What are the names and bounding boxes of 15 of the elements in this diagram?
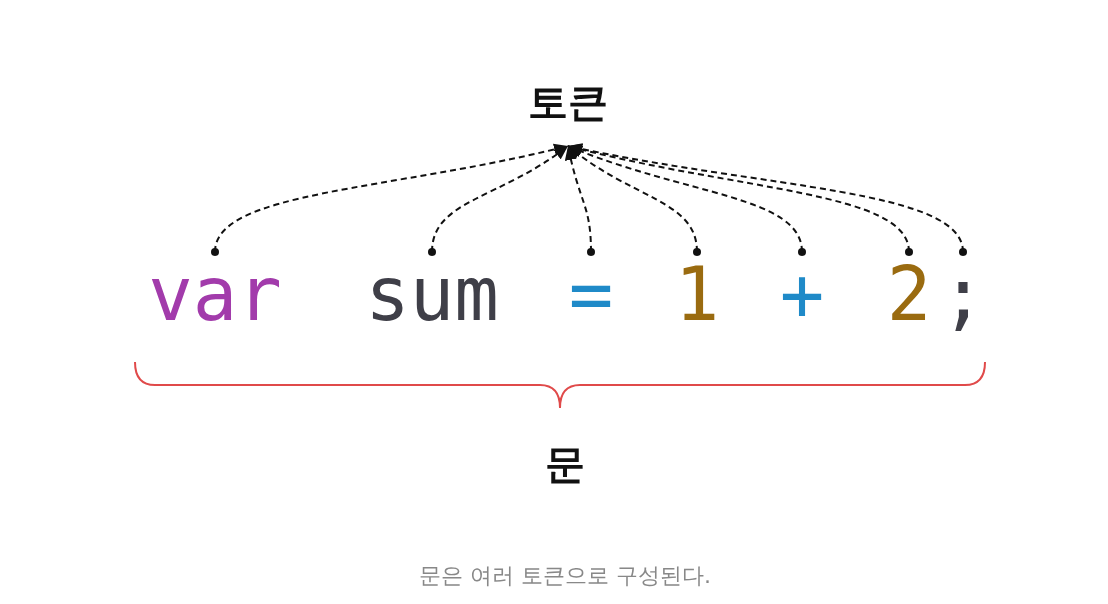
- number-token: 2: [886, 252, 932, 336]
- dashed-arrow: [567, 145, 806, 256]
- number-token: 1: [674, 252, 720, 336]
- caption: 문은 여러 토큰으로 구성된다.: [419, 562, 711, 590]
- identifier-token: sum: [365, 252, 499, 336]
- punctuation-token: ;: [940, 252, 986, 336]
- statement-label: 문: [545, 440, 585, 488]
- keyword-token: var: [148, 252, 282, 336]
- dashed-arrow: [211, 143, 569, 256]
- dashed-arrow: [567, 145, 701, 256]
- operator-token: =: [568, 252, 614, 336]
- dashed-arrow: [428, 145, 569, 256]
- operator-token: +: [779, 252, 825, 336]
- token-heading: 토큰: [528, 78, 608, 126]
- dashed-arrow: [565, 145, 595, 256]
